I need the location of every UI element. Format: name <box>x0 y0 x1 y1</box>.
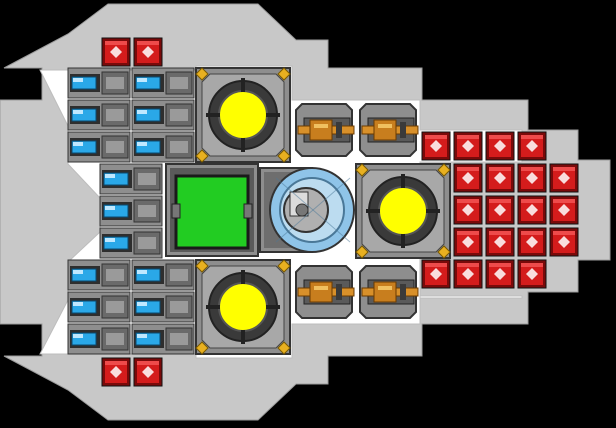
armor-block[interactable] <box>133 357 163 387</box>
armor-block[interactable] <box>453 259 483 289</box>
armor-block[interactable] <box>549 195 579 225</box>
thruster[interactable] <box>67 291 131 323</box>
armor-block[interactable] <box>485 131 515 161</box>
power-core[interactable] <box>195 259 291 355</box>
cannon-turret[interactable] <box>295 265 355 319</box>
thruster[interactable] <box>67 259 131 291</box>
armor-block[interactable] <box>517 131 547 161</box>
armor-block[interactable] <box>517 259 547 289</box>
armor-block[interactable] <box>101 357 131 387</box>
armor-block[interactable] <box>453 195 483 225</box>
armor-block[interactable] <box>517 163 547 193</box>
thruster[interactable] <box>99 195 163 227</box>
command-bridge[interactable] <box>165 163 259 257</box>
thruster-layer <box>67 67 195 355</box>
power-core-layer <box>195 67 451 355</box>
thruster[interactable] <box>67 131 131 163</box>
thruster[interactable] <box>131 131 195 163</box>
armor-block[interactable] <box>517 195 547 225</box>
power-core[interactable] <box>355 163 451 259</box>
armor-block[interactable] <box>517 227 547 257</box>
cannon-layer <box>295 103 419 319</box>
armor-block[interactable] <box>549 227 579 257</box>
thruster[interactable] <box>67 99 131 131</box>
thruster[interactable] <box>99 163 163 195</box>
cannon-turret[interactable] <box>359 103 419 157</box>
armor-block[interactable] <box>101 37 131 67</box>
thruster[interactable] <box>131 67 195 99</box>
armor-block[interactable] <box>421 259 451 289</box>
armor-block[interactable] <box>485 227 515 257</box>
armor-block[interactable] <box>549 163 579 193</box>
armor-block[interactable] <box>485 195 515 225</box>
cannon-turret[interactable] <box>295 103 355 157</box>
armor-block[interactable] <box>453 131 483 161</box>
armor-layer <box>101 37 579 387</box>
armor-block[interactable] <box>485 259 515 289</box>
thruster[interactable] <box>131 291 195 323</box>
thruster[interactable] <box>131 259 195 291</box>
cannon-turret[interactable] <box>359 265 419 319</box>
armor-block[interactable] <box>453 163 483 193</box>
thruster[interactable] <box>67 323 131 355</box>
armor-block[interactable] <box>421 131 451 161</box>
thruster[interactable] <box>99 227 163 259</box>
shield-generator[interactable] <box>259 167 355 253</box>
armor-block[interactable] <box>133 37 163 67</box>
thruster[interactable] <box>67 67 131 99</box>
power-core[interactable] <box>195 67 291 163</box>
armor-block[interactable] <box>453 227 483 257</box>
thruster[interactable] <box>131 99 195 131</box>
thruster[interactable] <box>131 323 195 355</box>
armor-block[interactable] <box>485 163 515 193</box>
